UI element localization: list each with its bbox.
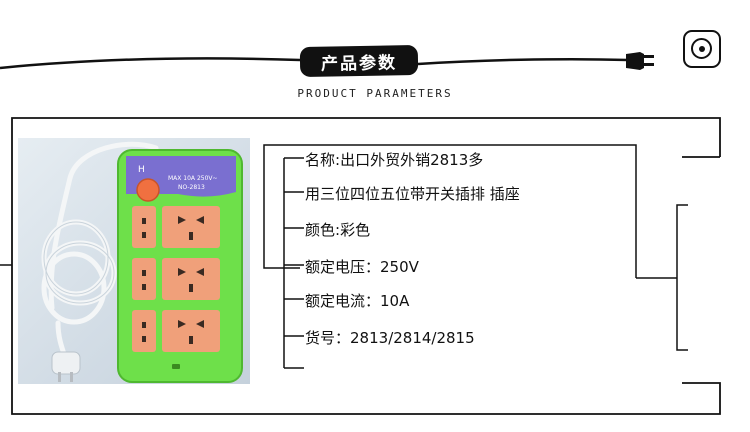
param-description: 用三位四位五位带开关插排 插座 [305,185,520,203]
socket-panels [132,206,220,352]
param-rated-voltage: 额定电压：250V [305,258,419,276]
product-model-label: NO-2813 [178,184,205,191]
page-title: 产品参数 [299,44,419,78]
power-strip-illustration: H MAX 10A 250V~ NO-2813 [41,141,243,383]
product-brand: H [138,165,145,175]
param-item-number: 货号：2813/2814/2815 [305,329,475,347]
socket-icon [683,30,721,68]
plug-icon [626,52,654,70]
param-rated-current: 额定电流：10A [305,292,410,310]
product-rating-label: MAX 10A 250V~ [168,175,218,182]
header-divider [0,52,654,70]
content-frame [0,117,721,415]
param-color: 颜色:彩色 [305,221,371,239]
product-photo: H MAX 10A 250V~ NO-2813 [18,138,250,384]
page-subtitle: PRODUCT PARAMETERS [297,87,453,100]
param-name: 名称:出口外贸外销2813多 [305,151,484,169]
